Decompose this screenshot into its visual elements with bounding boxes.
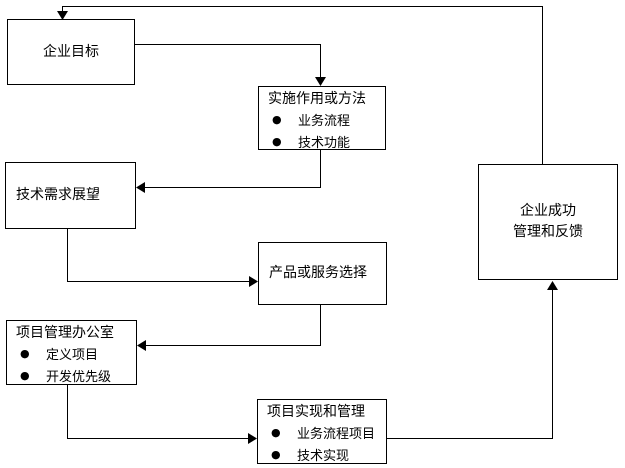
bullet-icon: ●: [20, 347, 30, 360]
node-implementation-methods: 实施作用或方法 ● 业务流程 ● 技术功能: [258, 86, 386, 150]
list-item-label: 技术功能: [298, 136, 351, 150]
arrowhead-right-product: [249, 276, 258, 287]
list-item-label: 业务流程项目: [297, 427, 376, 442]
edge-product-to-pmo: [146, 305, 321, 346]
arrowhead-up-success: [547, 281, 558, 290]
arrowhead-left-techneeds: [136, 182, 145, 193]
node-product-service-selection-title: 产品或服务选择: [269, 265, 367, 281]
list-item-label: 业务流程: [298, 114, 351, 129]
bullet-icon: ●: [272, 113, 282, 126]
node-enterprise-success-feedback: 企业成功 管理和反馈: [478, 164, 618, 280]
edge-impl-to-success: [387, 289, 553, 439]
node-enterprise-goal: 企业目标: [7, 19, 135, 85]
arrowhead-down-goal: [57, 11, 68, 20]
node-enterprise-success-feedback-title: 企业成功 管理和反馈: [479, 165, 617, 279]
list-item-label: 定义项目: [46, 348, 99, 363]
list-item-label: 技术实现: [297, 449, 350, 464]
node-tech-requirements-outlook: 技术需求展望: [5, 162, 136, 229]
arrowhead-left-pmo: [137, 340, 146, 351]
node-enterprise-goal-title: 企业目标: [43, 43, 99, 60]
node-project-implementation-management: 项目实现和管理 ● 业务流程项目 ● 技术实现: [257, 399, 387, 464]
edge-goal-to-methods: [135, 44, 321, 78]
node-product-service-selection: 产品或服务选择: [258, 242, 387, 305]
edge-success-to-goal: [62, 6, 543, 164]
node-project-management-office: 项目管理办公室 ● 定义项目 ● 开发优先级: [6, 320, 137, 385]
list-item: ● 定义项目: [7, 343, 136, 364]
bullet-icon: ●: [20, 369, 30, 382]
bullet-icon: ●: [271, 426, 281, 439]
edge-methods-to-technneeds: [145, 150, 321, 188]
list-item-label: 开发优先级: [46, 370, 112, 385]
bullet-icon: ●: [271, 448, 281, 461]
list-item: ● 业务流程项目: [258, 422, 386, 443]
edge-techneeds-to-product: [67, 229, 250, 282]
list-item: ● 业务流程: [259, 109, 385, 130]
edge-pmo-to-impl: [67, 385, 249, 439]
title-line-1: 企业成功: [520, 203, 576, 219]
node-tech-requirements-outlook-title: 技术需求展望: [16, 187, 100, 203]
node-project-management-office-title: 项目管理办公室: [16, 325, 114, 341]
list-item: ● 开发优先级: [7, 365, 136, 385]
node-project-implementation-management-title: 项目实现和管理: [267, 404, 365, 420]
bullet-icon: ●: [272, 135, 282, 148]
list-item: ● 技术功能: [259, 131, 385, 150]
arrowhead-right-impl: [248, 433, 257, 444]
title-line-2: 管理和反馈: [513, 224, 583, 240]
arrowhead-down-methods: [315, 77, 326, 86]
node-implementation-methods-title: 实施作用或方法: [268, 91, 366, 107]
list-item: ● 技术实现: [258, 444, 386, 464]
